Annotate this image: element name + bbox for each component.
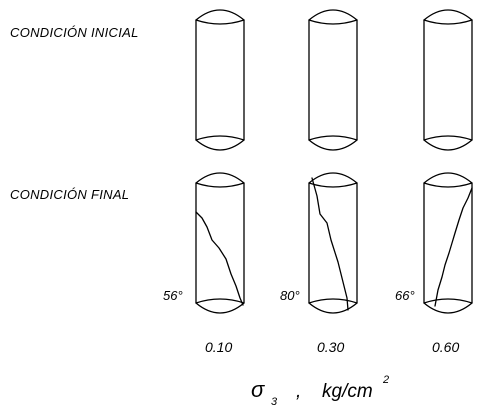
failure-plane [311, 177, 349, 311]
failure-angle-1: 56° [163, 288, 183, 303]
sigma3-value-3: 0.60 [432, 339, 459, 355]
axis-symbol: σ [251, 377, 265, 402]
sigma3-value-1: 0.10 [205, 339, 232, 355]
final-condition-label: CONDICIÓN FINAL [10, 187, 129, 202]
axis-unit: kg/cm [322, 381, 373, 402]
axis-unit-superscript: 2 [382, 374, 389, 386]
initial-specimen-2 [308, 9, 358, 151]
failure-angle-2: 80° [280, 288, 300, 303]
axis-separator: , [296, 381, 301, 402]
failure-plane [434, 187, 473, 307]
failure-plane [195, 211, 244, 306]
initial-specimen-1 [195, 9, 245, 151]
initial-condition-label: CONDICIÓN INICIAL [10, 25, 139, 40]
final-specimen-1 [195, 172, 245, 314]
final-specimen-3 [423, 172, 473, 314]
failure-angle-3: 66° [395, 288, 415, 303]
axis-subscript: 3 [271, 396, 278, 408]
final-specimen-2 [308, 172, 358, 314]
sigma3-value-2: 0.30 [317, 339, 344, 355]
initial-specimen-3 [423, 9, 473, 151]
